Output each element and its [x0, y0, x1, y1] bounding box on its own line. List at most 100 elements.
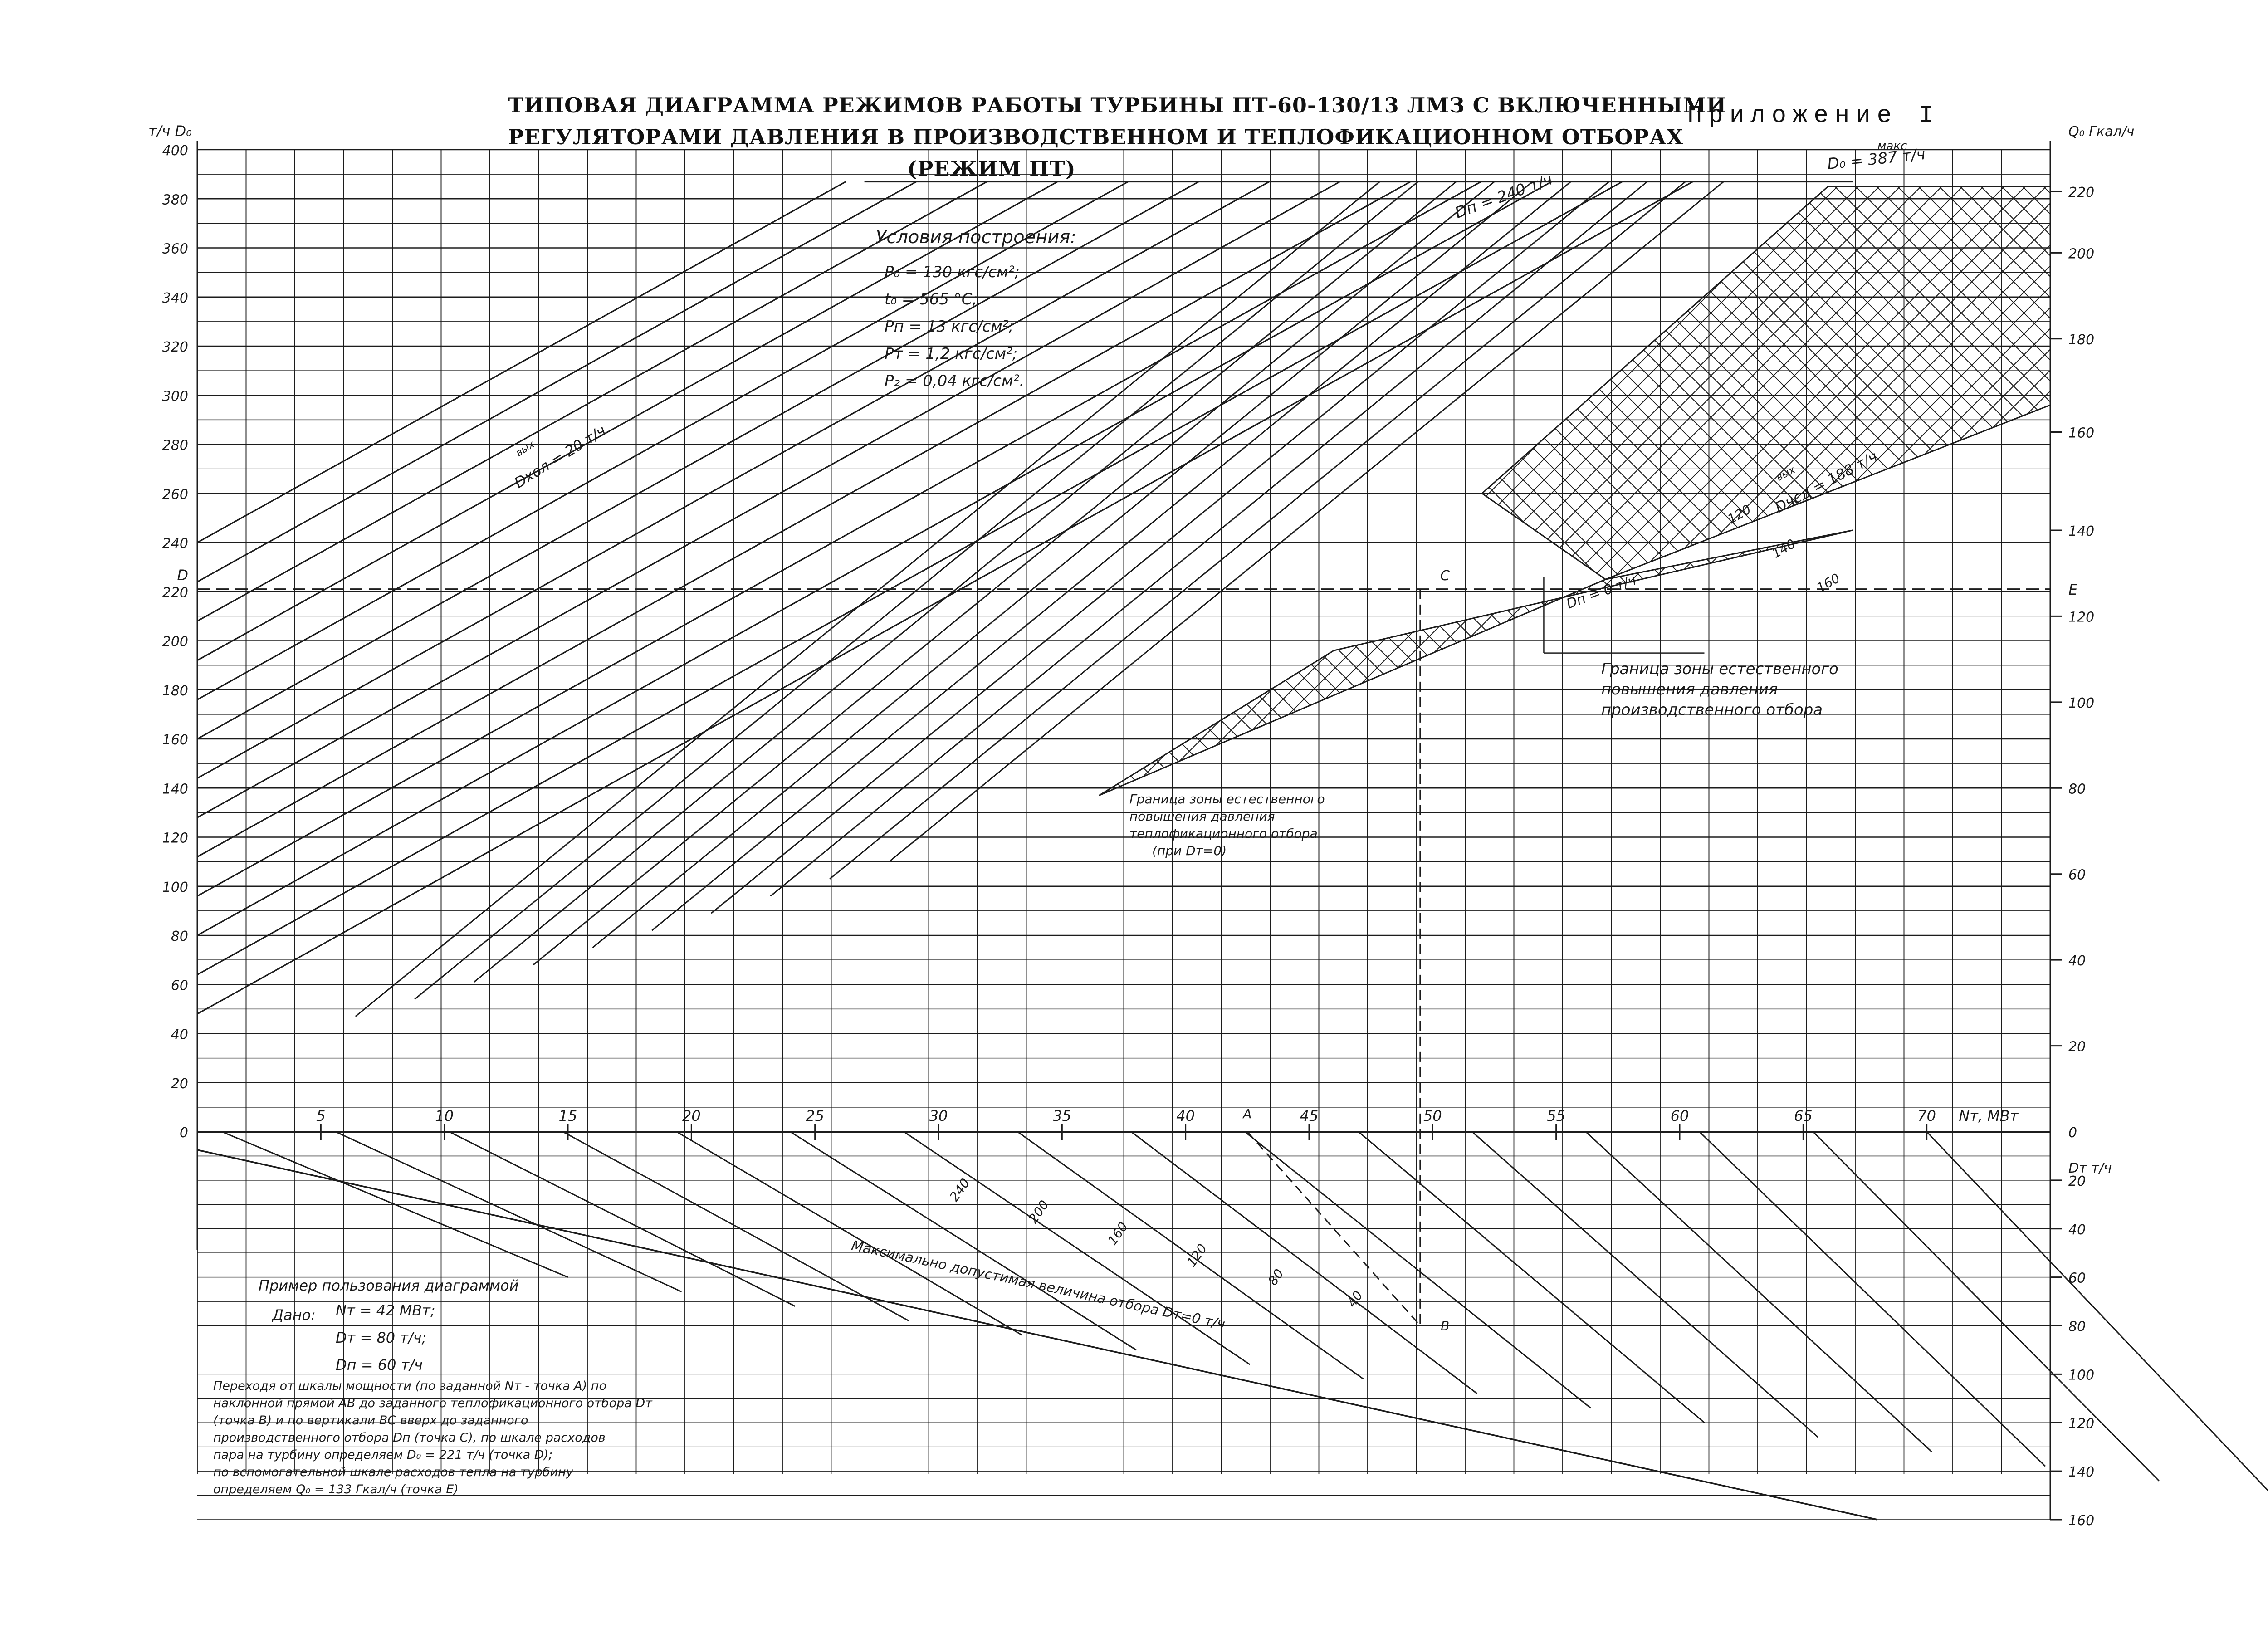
- boundary-prod-line: Граница зоны естественного: [1601, 660, 1838, 678]
- dt-line-lower: [1017, 1131, 1364, 1380]
- y-tick-label: 400: [162, 143, 188, 159]
- dt-line-lower: [1585, 1131, 1932, 1452]
- q-tick-label: 100: [2068, 695, 2094, 711]
- example-heading: Пример пользования диаграммой: [259, 1277, 519, 1294]
- dp-line: [197, 181, 1340, 818]
- dp-line: [197, 181, 1623, 975]
- condition-line: t₀ = 565 °С;: [885, 290, 978, 308]
- dt-line-label: 80: [1265, 1266, 1286, 1288]
- dt-line-upper: [414, 181, 1419, 1000]
- max-heat-label: Максимально допустимая величина отбора D…: [850, 1237, 1227, 1332]
- dt-line-upper: [770, 181, 1648, 897]
- dp-line: [197, 181, 1552, 936]
- q-tick-label: 20: [2068, 1039, 2086, 1055]
- dt-line-lower: [1699, 1131, 2046, 1467]
- dp-line: [197, 181, 1270, 779]
- x-tick-label: 70: [1917, 1107, 1936, 1125]
- x-tick-label: 40: [1176, 1107, 1195, 1125]
- d0-max-sup: макс: [1877, 139, 1907, 153]
- d-empty-label: Dхол = 20 т/ч: [511, 422, 609, 492]
- x-tick-label: 50: [1423, 1107, 1442, 1125]
- dp-line: [197, 181, 846, 543]
- boundary-heat-line: (при Dт=0): [1152, 843, 1227, 858]
- y-tick-label: 80: [171, 929, 188, 944]
- x-axis-label: Nт, МВт: [1959, 1107, 2019, 1125]
- dt-line-upper: [710, 181, 1610, 914]
- boundary-marker-label: 140: [1769, 536, 1798, 561]
- dt-line-upper: [829, 181, 1686, 880]
- condition-line: P₂ = 0,04 кгс/см².: [885, 372, 1025, 390]
- q-tick-label: 40: [2068, 953, 2086, 969]
- dt-tick-label: 80: [2068, 1319, 2086, 1335]
- dt-line-upper: [651, 181, 1572, 931]
- q-tick-label: 180: [2068, 332, 2094, 348]
- x-tick-label: 45: [1300, 1107, 1319, 1125]
- dt-axis-label: Dт т/ч: [2068, 1160, 2112, 1176]
- dt-line-label: 120: [1184, 1241, 1210, 1270]
- x-tick-label: 5: [316, 1107, 325, 1125]
- y-tick-label: 40: [171, 1027, 188, 1043]
- x-tick-label: 10: [435, 1107, 454, 1125]
- dt-tick-label: 160: [2068, 1513, 2094, 1529]
- d-empty-sup: вых: [514, 439, 537, 459]
- example-text: (точка В) и по вертикали ВС вверх до зад…: [213, 1413, 528, 1428]
- dp-line: [197, 181, 1411, 858]
- dt-line-lower: [790, 1131, 1137, 1351]
- dt-line-lower: [676, 1131, 1023, 1336]
- dt-line-lower: [221, 1131, 568, 1278]
- y-tick-label: 160: [162, 732, 188, 748]
- q-axis-label: Q₀ Гкал/ч: [2068, 124, 2134, 140]
- example-text: пара на турбину определяем D₀ = 221 т/ч …: [213, 1448, 553, 1462]
- title-line-3: (РЕЖИМ ПТ): [907, 156, 1076, 181]
- y-tick-label: 220: [162, 585, 188, 601]
- y-tick-label: 380: [162, 192, 188, 208]
- q-tick-label: 200: [2068, 246, 2094, 262]
- dt-line-upper: [355, 181, 1380, 1017]
- dt-line-lower: [449, 1131, 796, 1307]
- q-tick-label: 60: [2068, 867, 2086, 883]
- example-given: Nт = 42 МВт;: [336, 1302, 435, 1319]
- dt-tick-label: 0: [2068, 1125, 2077, 1141]
- q-tick-label: 80: [2068, 781, 2086, 797]
- dt-line-upper: [474, 181, 1457, 983]
- title-line-1: ТИПОВАЯ ДИАГРАММА РЕЖИМОВ РАБОТЫ ТУРБИНЫ…: [508, 93, 1727, 117]
- dp-line: [197, 181, 1199, 740]
- y-tick-label: 60: [171, 978, 188, 993]
- dt-tick-label: 120: [2068, 1416, 2094, 1432]
- y-tick-label: 140: [162, 781, 188, 797]
- y-tick-label: 120: [162, 831, 188, 846]
- y-tick-label: 300: [162, 388, 188, 404]
- dt-line-lower: [562, 1131, 909, 1322]
- x-tick-label: 30: [929, 1107, 948, 1125]
- heat-boundary-zone: [1099, 529, 1853, 796]
- x-tick-label: 15: [559, 1107, 577, 1125]
- example-given-label: Дано:: [272, 1306, 316, 1324]
- point-b-label: B: [1441, 1319, 1449, 1334]
- dt-line-lower: [1813, 1131, 2160, 1482]
- dt-line-upper: [592, 181, 1533, 949]
- x-tick-label: 20: [682, 1107, 701, 1125]
- prod-boundary-zone: [1481, 186, 2051, 580]
- example-text: производственного отбора Dп (точка С), п…: [213, 1431, 606, 1445]
- y-tick-label: 20: [171, 1076, 188, 1092]
- point-a-label: A: [1242, 1106, 1251, 1121]
- y-tick-label: 180: [162, 683, 188, 699]
- dt-tick-label: 100: [2068, 1367, 2094, 1383]
- x-tick-label: 65: [1794, 1107, 1813, 1125]
- example-text: Переходя от шкалы мощности (по заданной …: [213, 1379, 606, 1393]
- dt-line-lower: [1926, 1131, 2268, 1492]
- dt-line-lower: [1130, 1131, 1478, 1394]
- boundary-heat-line: повышения давления: [1129, 809, 1275, 824]
- dt-line-upper: [533, 181, 1495, 966]
- y-tick-label: 340: [162, 290, 188, 306]
- x-tick-label: 35: [1053, 1107, 1071, 1125]
- dt-tick-label: 140: [2068, 1464, 2094, 1480]
- y-tick-label: 0: [180, 1125, 188, 1141]
- dt-line-lower: [1471, 1131, 1819, 1438]
- example-text: определяем Q₀ = 133 Гкал/ч (точка Е): [213, 1482, 459, 1496]
- dt-tick-label: 20: [2068, 1174, 2086, 1189]
- point-d-label: D: [177, 567, 188, 584]
- q-tick-label: 220: [2068, 185, 2094, 200]
- dt-line-upper: [889, 181, 1724, 862]
